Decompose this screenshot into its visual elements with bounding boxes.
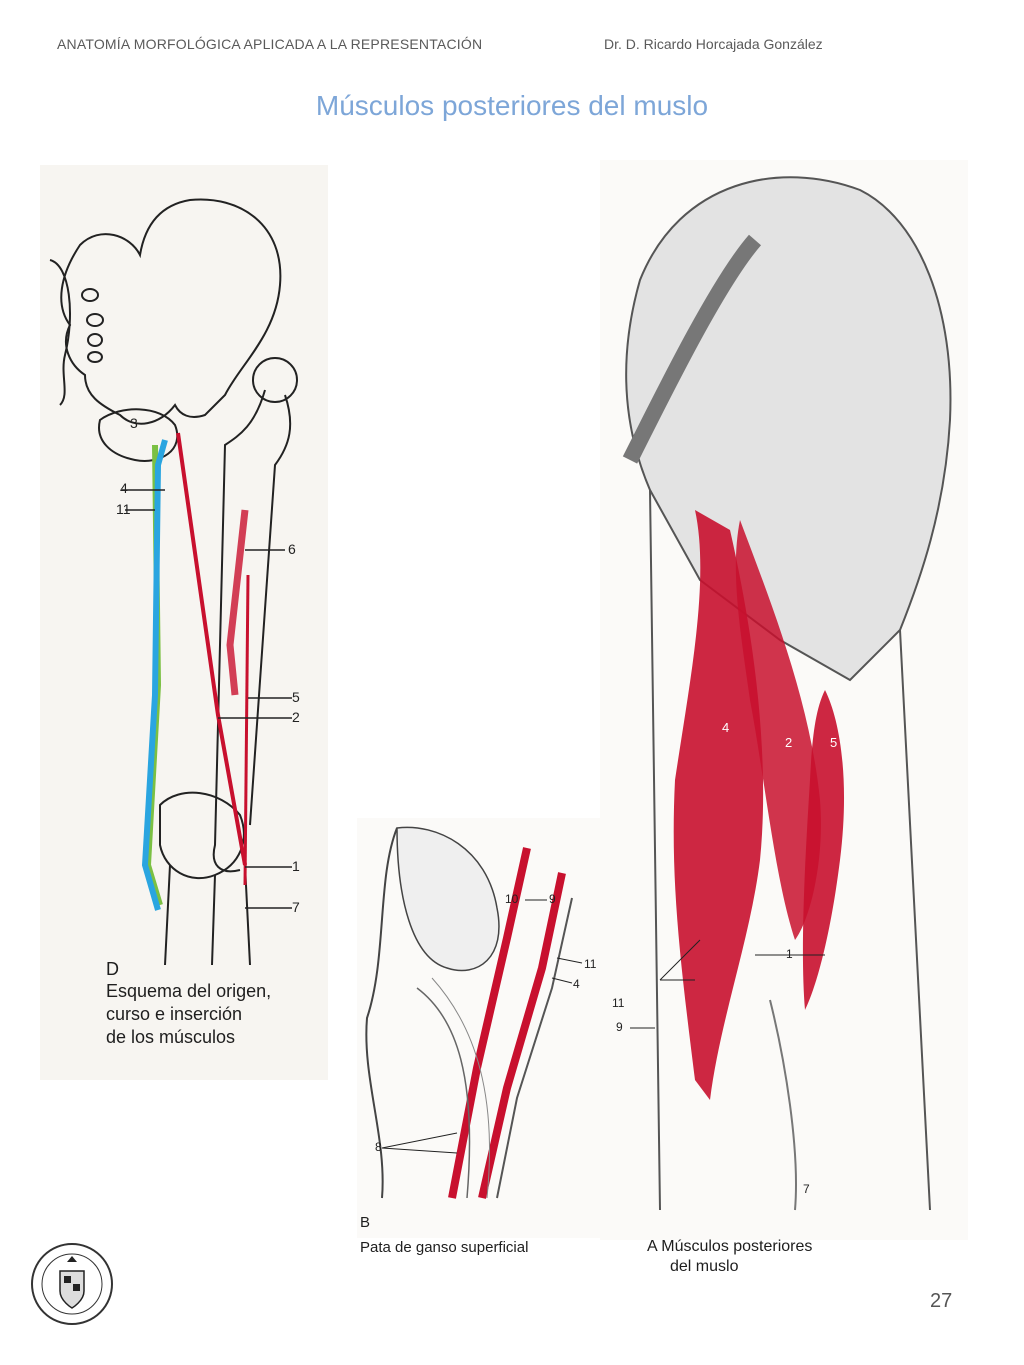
figure-a-caption-1: A Músculos posteriores [647, 1238, 813, 1255]
label-5: 5 [292, 689, 300, 705]
label-4: 4 [722, 720, 730, 735]
page-number: 27 [930, 1290, 953, 1312]
figure-d-caption-3: de los músculos [106, 1027, 236, 1047]
figure-b-knee: 10 9 11 4 8 B [357, 818, 604, 1238]
label-8: 8 [375, 1140, 382, 1154]
figure-a-posterior-thigh: 4 2 5 1 11 9 7 [600, 160, 968, 1240]
label-7: 7 [292, 899, 300, 915]
label-2: 2 [785, 735, 793, 750]
label-11: 11 [116, 501, 131, 517]
university-seal-icon [27, 1236, 117, 1332]
hip-femur-diagram [49, 198, 298, 966]
label-9: 9 [616, 1020, 623, 1034]
header-course-title: ANATOMÍA MORFOLÓGICA APLICADA A LA REPRE… [57, 36, 483, 52]
label-1: 1 [786, 947, 793, 961]
label-5: 5 [830, 735, 838, 750]
figure-b-caption: Pata de ganso superficial [360, 1239, 529, 1256]
label-4: 4 [120, 480, 128, 496]
knee-illustration [365, 826, 583, 1199]
label-1: 1 [292, 858, 300, 874]
label-9: 9 [549, 892, 556, 906]
label-10: 10 [505, 892, 519, 906]
header-author: Dr. D. Ricardo Horcajada González [604, 36, 823, 52]
figure-a-caption-2: del muslo [670, 1258, 739, 1275]
figure-b-letter: B [360, 1214, 371, 1231]
figure-d-letter: D [106, 959, 119, 979]
label-11: 11 [612, 996, 625, 1010]
page-title: Músculos posteriores del muslo [315, 90, 709, 121]
label-2: 2 [292, 709, 300, 725]
thigh-muscles-illustration [622, 176, 952, 1211]
figure-d-schematic: 3 4 11 6 5 2 1 7 D Esquema del origen, c… [40, 165, 328, 1080]
label-3: 3 [130, 415, 138, 431]
label-4: 4 [573, 977, 580, 991]
figure-d-caption-2: curso e inserción [106, 1004, 243, 1024]
label-11: 11 [584, 957, 597, 971]
figure-d-caption-1: Esquema del origen, [106, 981, 272, 1001]
label-6: 6 [288, 541, 296, 557]
label-7: 7 [803, 1182, 810, 1196]
